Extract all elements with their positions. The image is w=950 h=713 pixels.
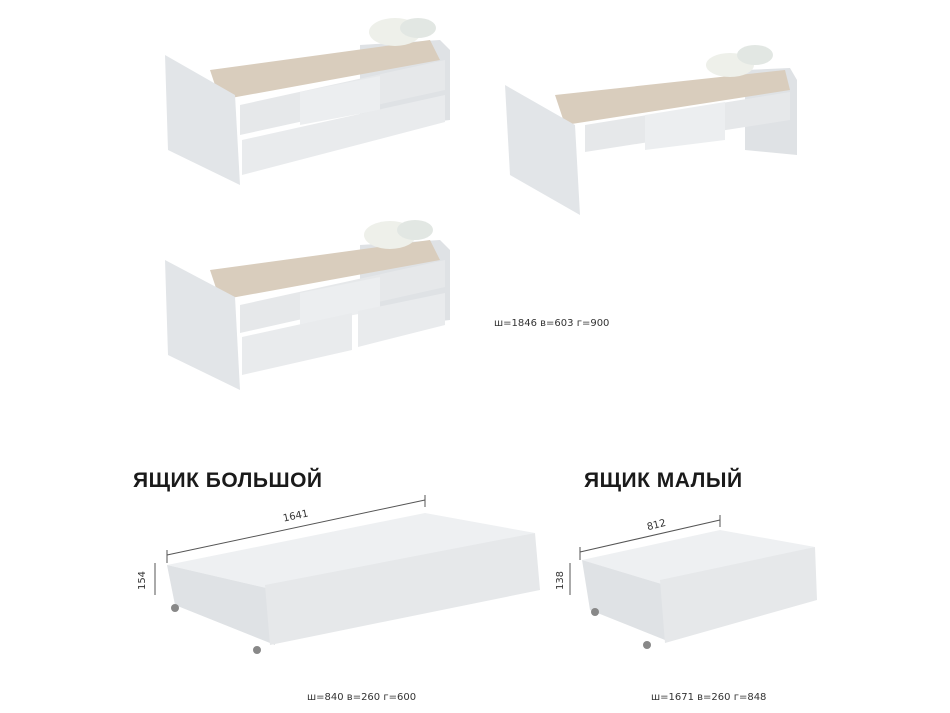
beds-dimensions-label: ш=1846 в=603 г=900: [494, 318, 610, 329]
bed-with-large-drawer-image: [165, 18, 450, 185]
small-drawer-dimensions-label: ш=1671 в=260 г=848: [651, 692, 767, 703]
small-drawer-title: ЯЩИК МАЛЫЙ: [584, 469, 743, 492]
large-drawer-image: [154, 495, 540, 654]
small-drawer-image: [569, 515, 817, 649]
large-drawer-title: ЯЩИК БОЛЬШОЙ: [133, 469, 323, 492]
bed-without-drawers-image: [505, 45, 797, 215]
small-drawer-height: 138: [555, 570, 567, 591]
large-drawer-height: 154: [137, 570, 149, 591]
large-drawer-dimensions-label: ш=840 в=260 г=600: [307, 692, 417, 703]
bed-with-two-drawers-image: [165, 220, 450, 390]
